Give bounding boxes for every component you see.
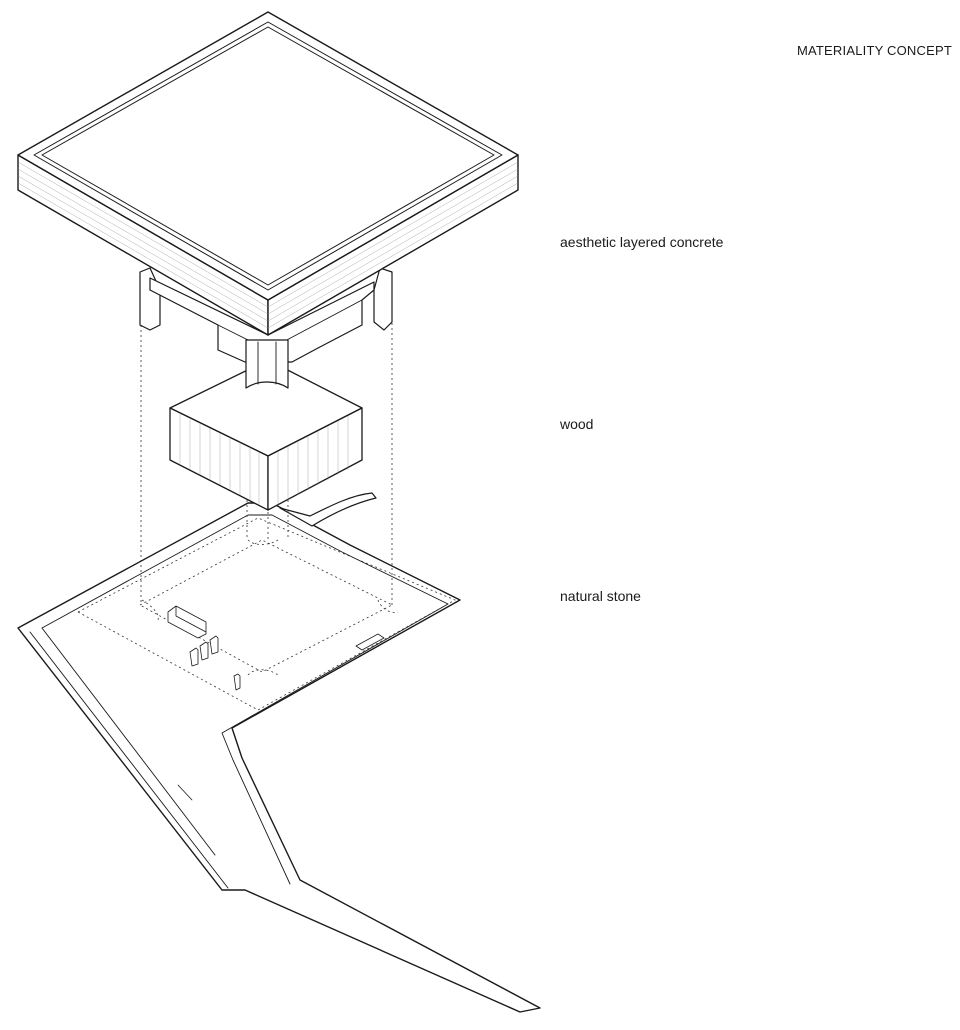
furniture-block: [189, 647, 199, 667]
path-edge-line: [29, 631, 229, 889]
roof-top-face: [17, 11, 519, 301]
path-edge-line: [41, 627, 216, 856]
wood-volume: [169, 359, 363, 511]
platform-inner-edge: [41, 514, 449, 885]
stone-base-layer: [17, 492, 541, 1013]
concrete-roof-layer: [17, 11, 519, 389]
column-detail: [257, 341, 277, 385]
furniture-block: [233, 673, 241, 691]
diagram-title: MATERIALITY CONCEPT: [796, 43, 952, 58]
label-concrete: aesthetic layered concrete: [560, 234, 724, 250]
furniture-block: [209, 635, 219, 655]
column-base-curve: [141, 599, 159, 621]
concrete-wall-fin-right: [373, 267, 393, 331]
path-step: [177, 784, 193, 801]
footprint-dashed: [77, 517, 456, 711]
roof-parapet-inner: [41, 26, 495, 286]
concrete-layering: [17, 161, 519, 329]
curved-ramp: [279, 492, 377, 527]
furniture-block: [167, 605, 207, 639]
label-wood: wood: [560, 416, 594, 432]
wood-right-face: [267, 407, 363, 511]
concrete-wall-fin-left: [139, 267, 161, 331]
furniture-block: [199, 641, 209, 661]
inner-footprint-dashed: [139, 539, 393, 673]
bench-block: [355, 633, 385, 651]
wood-grain: [179, 413, 349, 505]
roof-parapet-outer: [33, 21, 503, 291]
platform-outline: [17, 502, 541, 1013]
concrete-column: [245, 339, 289, 389]
label-natural-stone: natural stone: [560, 588, 641, 604]
